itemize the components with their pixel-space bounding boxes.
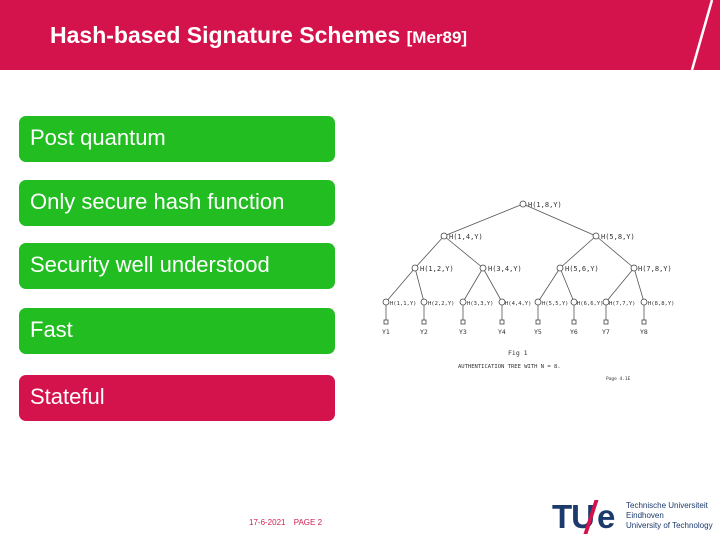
tree-y-label: Y6 [570, 328, 578, 336]
tree-root-label: H(1,8,Y) [528, 201, 562, 209]
bullet-label: Only secure hash function [30, 189, 285, 214]
bullet-label: Post quantum [30, 125, 166, 150]
figure-number: Fig 1 [508, 349, 528, 357]
bullet-post-quantum: Post quantum [19, 116, 335, 162]
bullet-fast: Fast [19, 308, 335, 354]
tue-logo: TU e Technische Universiteit Eindhoven U… [552, 498, 720, 536]
footer: 17-6-2021 PAGE 2 [249, 518, 328, 527]
tree-leaf-label: H(2,2,Y) [428, 301, 455, 307]
tree-leaf-label: H(8,8,Y) [648, 301, 675, 307]
tree-leaf-label: H(1,1,Y) [390, 301, 417, 307]
logo-line: Technische Universiteit [626, 501, 708, 510]
tree-y-label: Y2 [420, 328, 428, 336]
tree-y-label: Y7 [602, 328, 610, 336]
tree-node-label: H(1,2,Y) [420, 265, 454, 273]
tree-node-label: H(3,4,Y) [488, 265, 522, 273]
tree-leaf-label: H(7,7,Y) [609, 301, 636, 307]
tree-leaf-label: H(4,4,Y) [505, 301, 532, 307]
tree-leaf-label: H(6,6,Y) [577, 301, 604, 307]
bullet-label: Stateful [30, 384, 105, 409]
tree-node-label: H(5,8,Y) [601, 233, 635, 241]
header-bar: Hash-based Signature Schemes [Mer89] [0, 0, 720, 70]
bullet-label: Fast [30, 317, 73, 342]
title-text: Hash-based Signature Schemes [50, 22, 401, 48]
tree-y-label: Y1 [382, 328, 390, 336]
logo-mark-e: e [597, 498, 616, 535]
bullet-secure-hash: Only secure hash function [19, 180, 335, 226]
tree-node-label: H(7,8,Y) [638, 265, 672, 273]
figure-caption: AUTHENTICATION TREE WITH N = 8. [458, 364, 561, 370]
title-reference: [Mer89] [406, 28, 468, 47]
bullet-security: Security well understood [19, 243, 335, 289]
tree-node-label: H(1,4,Y) [449, 233, 483, 241]
footer-page: PAGE 2 [293, 518, 323, 527]
header-background [0, 0, 720, 70]
tree-y-label: Y5 [534, 328, 542, 336]
tree-leaf-label: H(5,5,Y) [542, 301, 569, 307]
tree-leaf-label: H(3,3,Y) [467, 301, 494, 307]
tree-y-label: Y8 [640, 328, 648, 336]
logo-line: University of Technology [626, 521, 713, 530]
bullet-label: Security well understood [30, 252, 270, 277]
logo-line: Eindhoven [626, 511, 664, 520]
figure-page-note: Page 4.1E [606, 376, 631, 382]
tree-y-label: Y4 [498, 328, 506, 336]
logo-text: Technische Universiteit Eindhoven Univer… [626, 501, 713, 531]
tree-y-label: Y3 [459, 328, 467, 336]
tree-node-label: H(5,6,Y) [565, 265, 599, 273]
page-title: Hash-based Signature Schemes [Mer89] [50, 22, 467, 49]
bullet-stateful: Stateful [19, 375, 335, 421]
footer-date: 17-6-2021 [249, 518, 286, 527]
merkle-tree-figure: H(1,8,Y) H(1,4,Y) H(5,8,Y) H(1,2,Y) H(3,… [382, 200, 675, 382]
